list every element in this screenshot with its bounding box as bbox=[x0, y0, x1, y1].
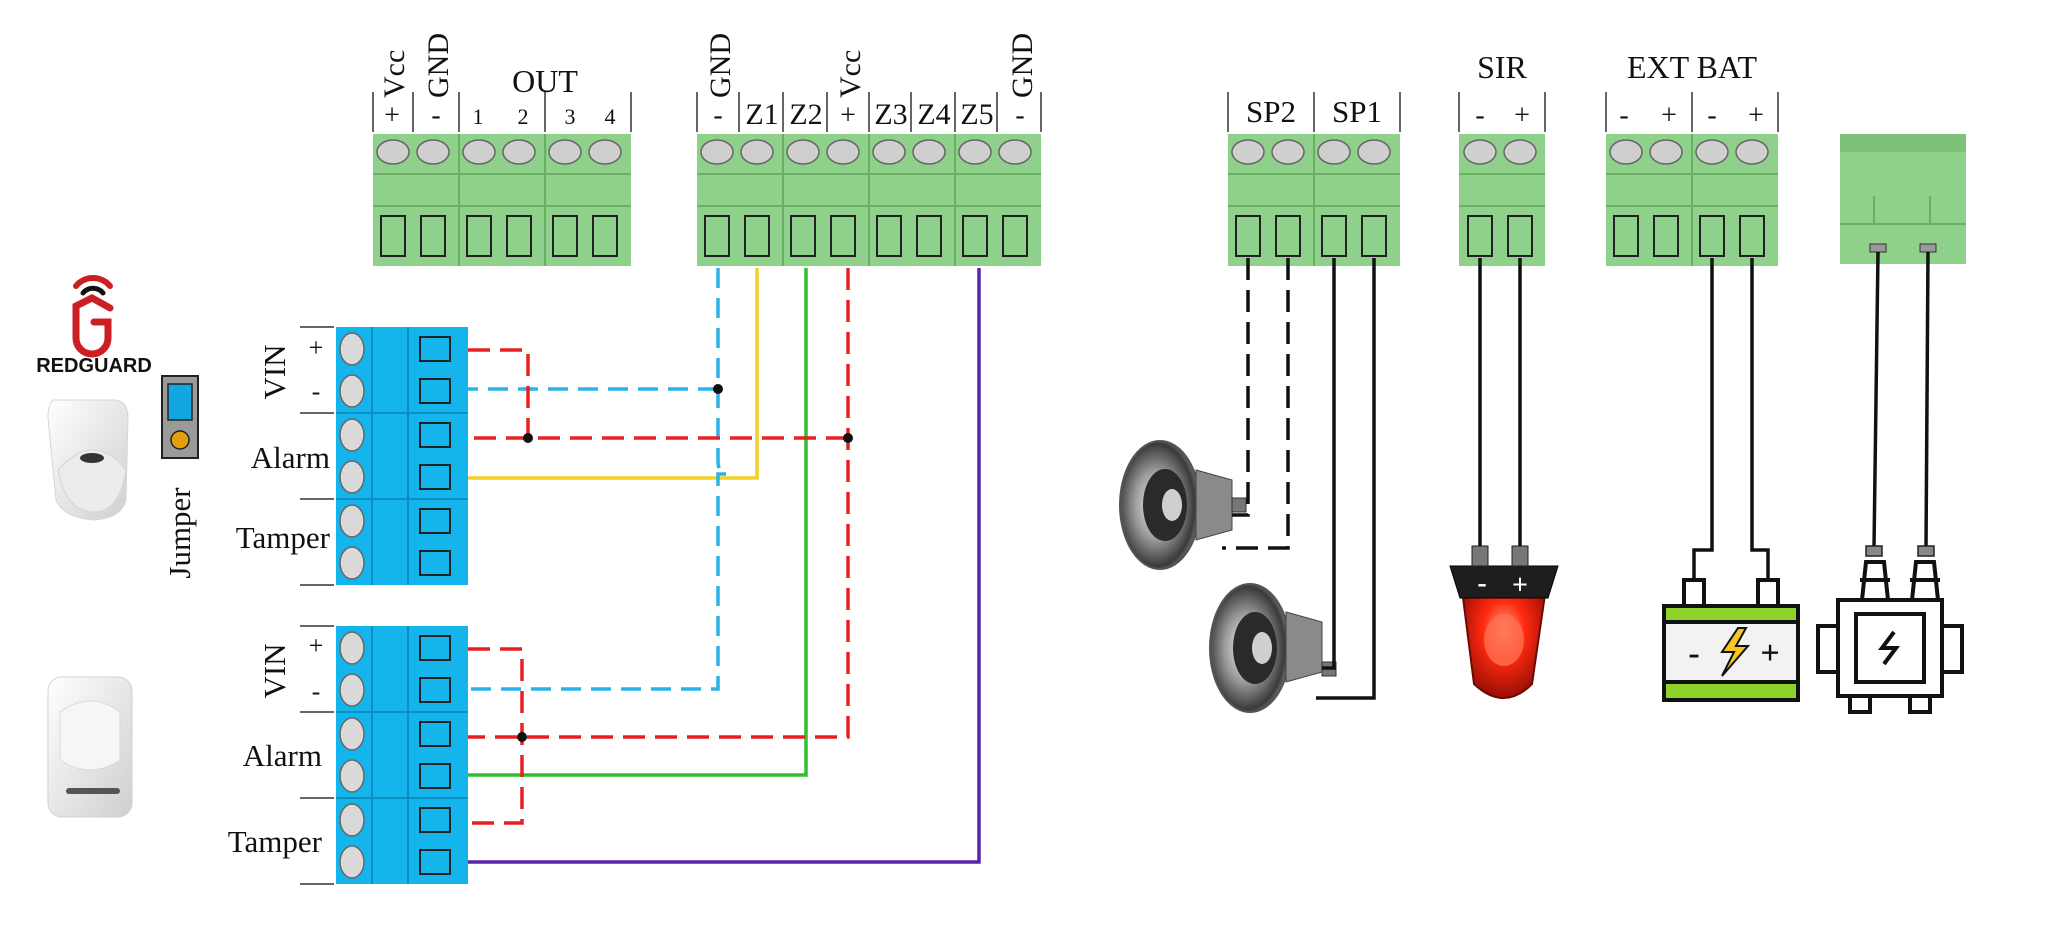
out-number-3: 3 bbox=[565, 104, 576, 129]
ext-bat-minus-1: - bbox=[1619, 100, 1628, 131]
panel-ext-bat-terminals bbox=[1605, 92, 1779, 266]
zone-gnd2-label: GND bbox=[1006, 33, 1039, 98]
out-number-1: 1 bbox=[473, 104, 484, 129]
panel-speaker-terminals bbox=[1227, 92, 1401, 266]
out-number-4: 4 bbox=[605, 104, 616, 129]
zone-label-z2: Z2 bbox=[789, 98, 822, 131]
detector-2-vin-plus: + bbox=[309, 631, 324, 660]
transformer-icon bbox=[1816, 560, 1964, 714]
speaker-icon bbox=[1209, 583, 1337, 713]
speaker-icon bbox=[1119, 440, 1247, 570]
jumper-label: Jumper bbox=[162, 487, 197, 579]
wiring-speakers bbox=[1222, 258, 1376, 700]
wire-junctions bbox=[517, 384, 853, 742]
detector-2-tamper-label: Tamper bbox=[228, 824, 323, 859]
wiring-detectors bbox=[468, 268, 981, 864]
detector-1-vin-minus: - bbox=[312, 377, 321, 406]
ext-bat-title: EXT BAT bbox=[1627, 49, 1758, 85]
panel-siren-terminals bbox=[1458, 92, 1546, 266]
sp2-label: SP2 bbox=[1246, 94, 1296, 129]
battery-plus-symbol: + bbox=[1760, 635, 1779, 672]
sp1-label: SP1 bbox=[1332, 94, 1382, 129]
transformer-leads bbox=[1865, 545, 1935, 557]
detector-1-vin-label: VIN bbox=[257, 344, 292, 399]
gnd-minus-marker: - bbox=[431, 100, 440, 131]
zone-gnd2-minus-marker: - bbox=[1015, 100, 1024, 131]
siren-plus-symbol: + bbox=[1512, 570, 1528, 601]
detector-1-terminal-block bbox=[300, 326, 468, 586]
zone-gnd-label: GND bbox=[704, 33, 737, 98]
motion-sensor-icon bbox=[47, 399, 129, 521]
siren-icon bbox=[1449, 545, 1559, 699]
panel-out-terminals bbox=[372, 92, 632, 266]
siren-title: SIR bbox=[1477, 49, 1527, 85]
detector-2-alarm-label: Alarm bbox=[243, 738, 322, 773]
battery-minus-symbol: - bbox=[1688, 635, 1699, 672]
zone-label-z5: Z5 bbox=[960, 98, 993, 131]
detector-2-vin-label: VIN bbox=[257, 643, 292, 698]
vcc-plus-marker: + bbox=[384, 100, 400, 131]
redguard-logo-icon bbox=[72, 274, 114, 358]
panel-zone-terminals bbox=[696, 92, 1042, 266]
zone-vcc-plus-marker: + bbox=[840, 100, 856, 131]
out-number-2: 2 bbox=[518, 104, 529, 129]
brand-name: REDGUARD bbox=[36, 355, 152, 377]
wiring-transformer bbox=[1872, 251, 1930, 549]
siren-minus-symbol: - bbox=[1477, 568, 1486, 599]
zone-vcc-label: Vcc bbox=[834, 50, 867, 98]
zone-label-z1: Z1 bbox=[745, 98, 778, 131]
detector-1-alarm-label: Alarm bbox=[251, 440, 330, 475]
ext-bat-plus-1: + bbox=[1661, 100, 1677, 131]
siren-minus-marker: - bbox=[1475, 100, 1484, 131]
vcc-label: Vcc bbox=[378, 50, 411, 98]
ext-bat-minus-2: - bbox=[1707, 100, 1716, 131]
wiring-battery bbox=[1692, 258, 1770, 580]
ext-bat-plus-2: + bbox=[1748, 100, 1764, 131]
detector-1-tamper-label: Tamper bbox=[236, 520, 331, 555]
gnd-label: GND bbox=[422, 33, 455, 98]
out-group-label: OUT bbox=[512, 63, 578, 99]
zone-label-z3: Z3 bbox=[874, 98, 907, 131]
detector-2-vin-minus: - bbox=[312, 677, 321, 706]
detector-2-terminal-block bbox=[300, 625, 468, 885]
power-input-connector bbox=[1840, 134, 1966, 264]
redguard-logo: REDGUARD bbox=[36, 274, 152, 377]
motion-sensor-icon bbox=[47, 676, 133, 818]
zone-label-z4: Z4 bbox=[917, 98, 950, 131]
zone-gnd-minus-marker: - bbox=[713, 100, 722, 131]
detector-1-vin-plus: + bbox=[309, 333, 324, 362]
wiring-siren bbox=[1478, 258, 1522, 546]
jumper-icon bbox=[161, 375, 199, 459]
battery-icon bbox=[1662, 578, 1800, 702]
siren-plus-marker: + bbox=[1514, 100, 1530, 131]
